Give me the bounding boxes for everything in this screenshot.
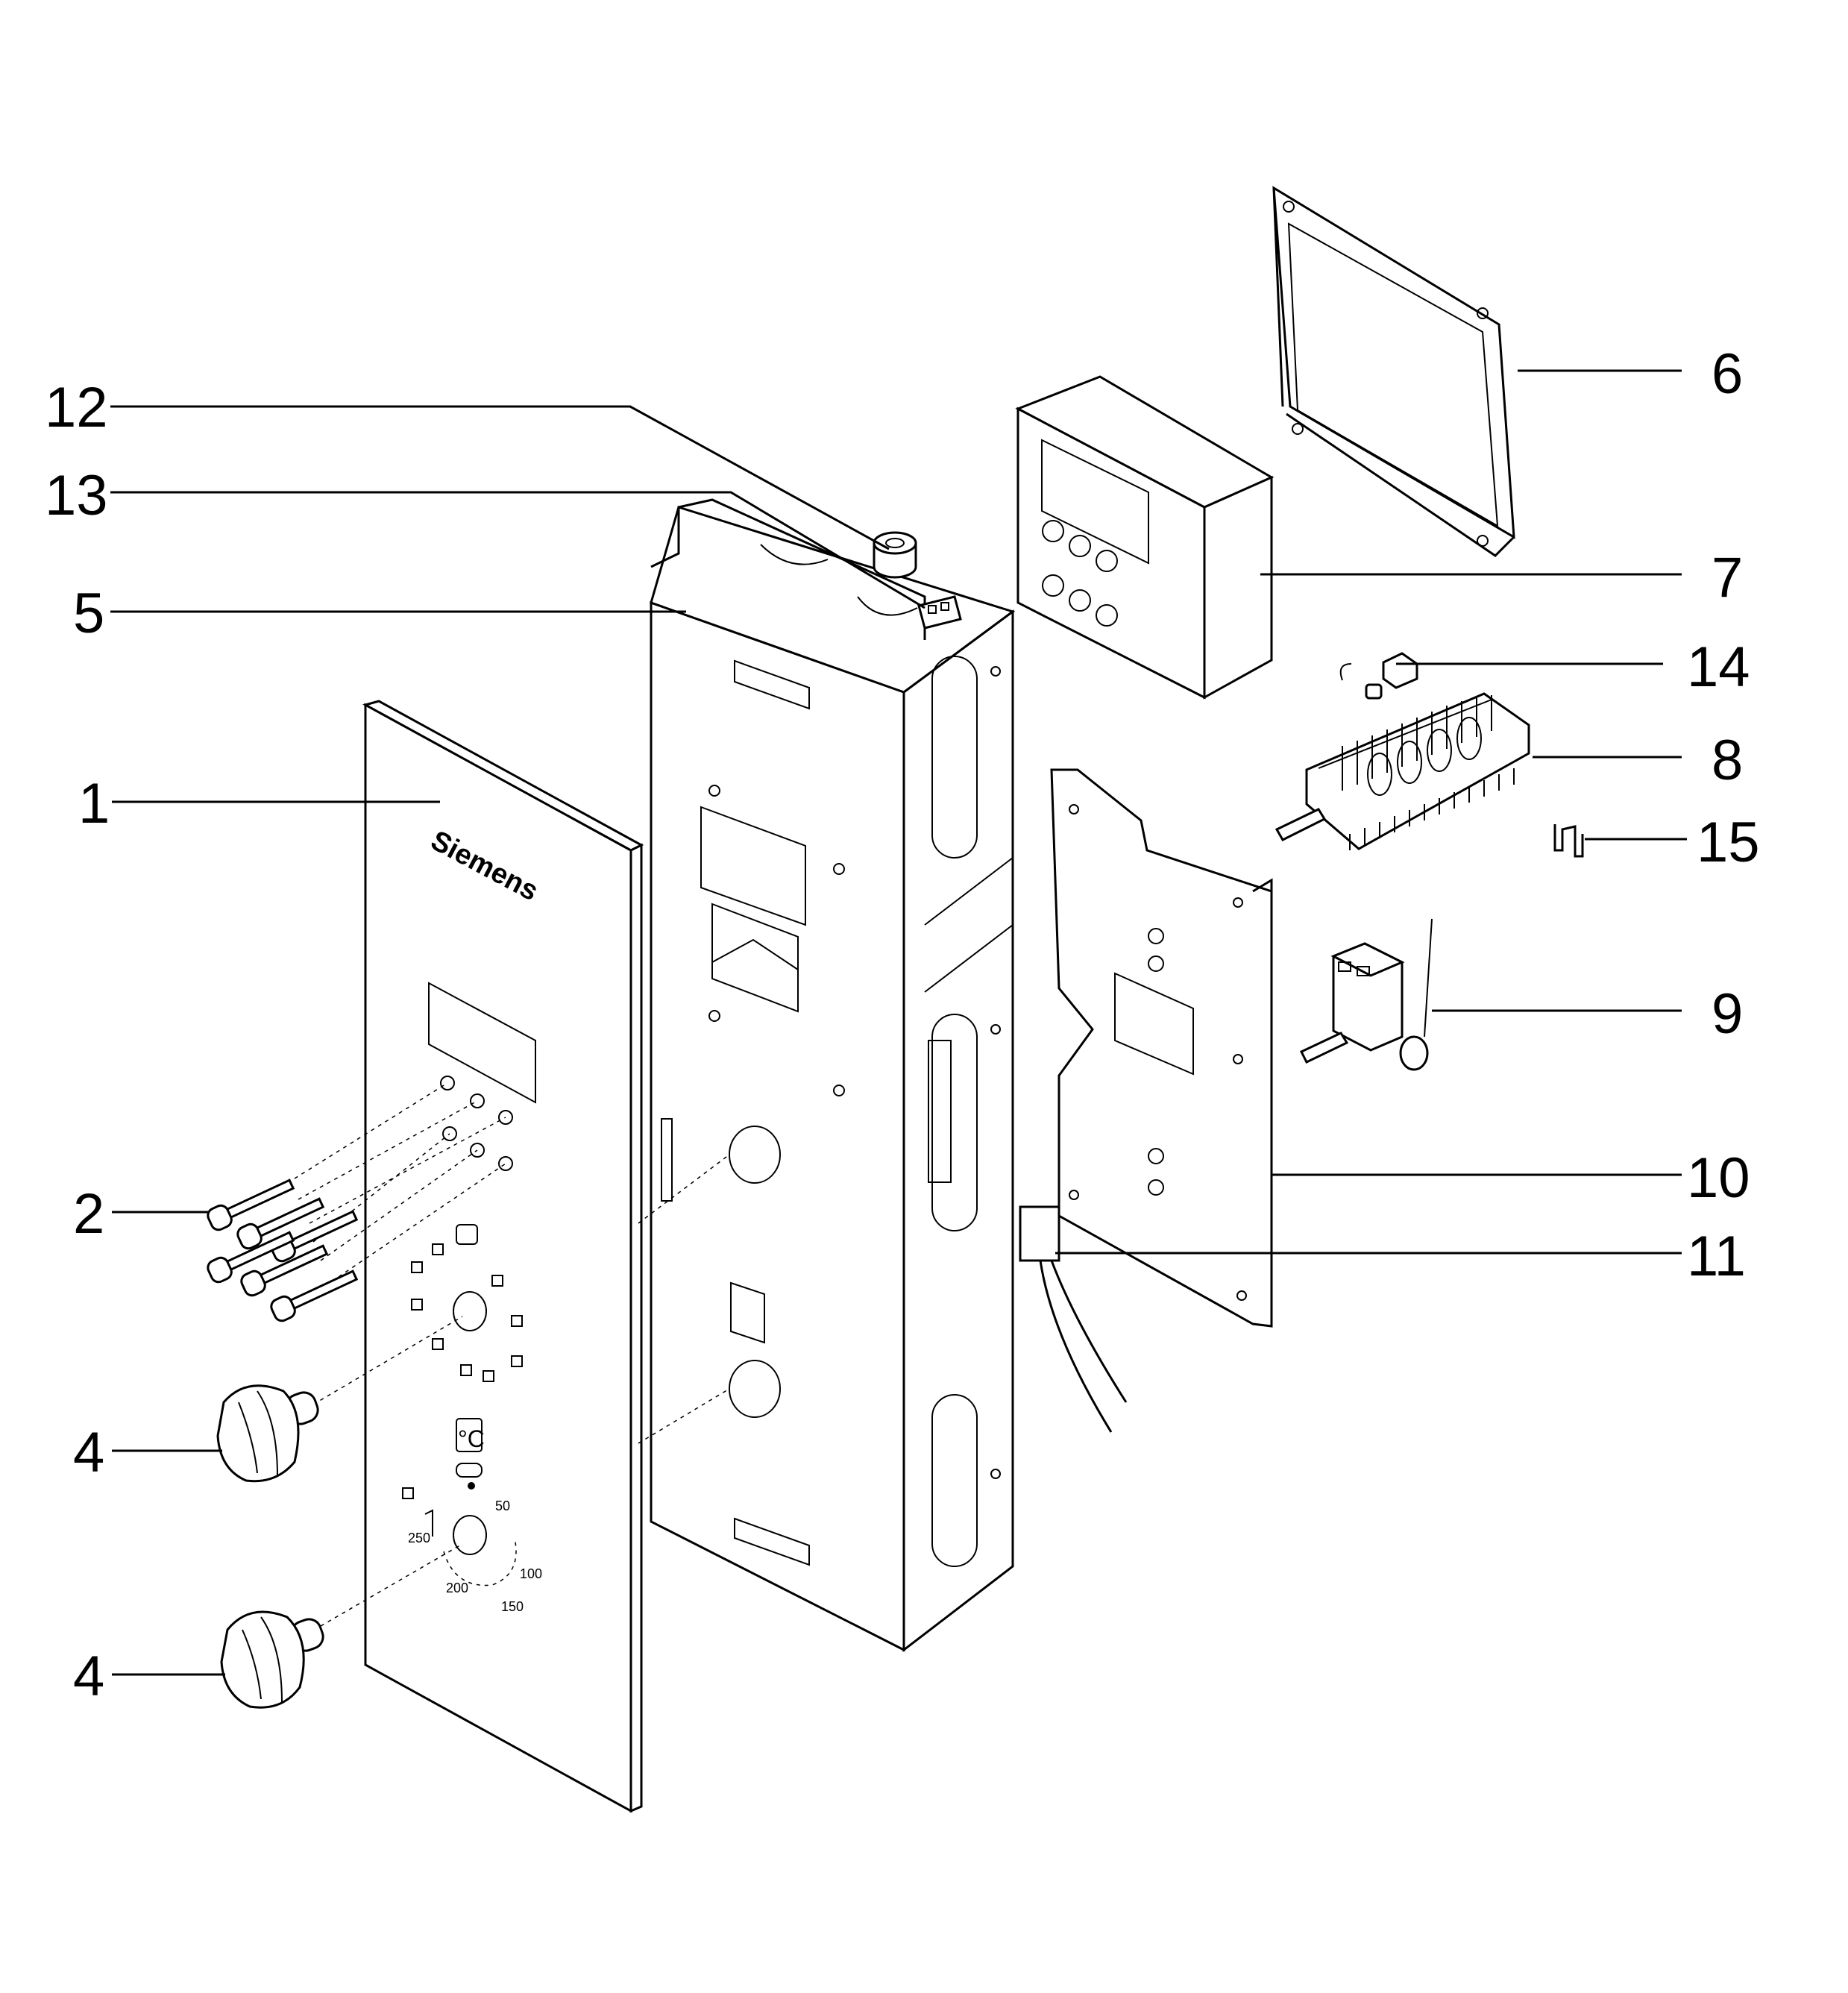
callout-14: 14 bbox=[1687, 635, 1750, 699]
callout-6: 6 bbox=[1712, 342, 1743, 406]
part-11-cable-connector bbox=[1019, 1205, 1128, 1433]
callout-11: 11 bbox=[1687, 1225, 1746, 1288]
callout-8: 8 bbox=[1712, 729, 1743, 792]
callout-4-lower: 4 bbox=[73, 1645, 104, 1708]
dial-label-250: 250 bbox=[408, 1531, 430, 1545]
part-12-spacer bbox=[873, 531, 917, 579]
part-7-display-module bbox=[1015, 375, 1275, 700]
leader-lines bbox=[110, 369, 1687, 1676]
callout-12: 12 bbox=[45, 376, 108, 439]
callout-numbers: 12 13 5 1 2 4 4 6 7 14 8 15 9 10 11 bbox=[45, 342, 1760, 1708]
callout-13: 13 bbox=[45, 464, 108, 527]
callout-15: 15 bbox=[1697, 811, 1760, 874]
part-4-knob-lower bbox=[220, 1610, 324, 1709]
callout-1: 1 bbox=[78, 772, 110, 835]
callout-7: 7 bbox=[1712, 546, 1743, 609]
selector-knob-hole bbox=[453, 1291, 487, 1331]
part-2-push-buttons bbox=[207, 1178, 359, 1322]
function-symbol-icons bbox=[411, 1243, 523, 1382]
button-holes bbox=[440, 1076, 513, 1171]
dial-label-100: 100 bbox=[520, 1566, 542, 1581]
callout-4-upper: 4 bbox=[73, 1421, 104, 1484]
callout-5: 5 bbox=[73, 582, 104, 645]
thermostat-knob-hole bbox=[453, 1515, 487, 1555]
assembly-guide-lines bbox=[294, 1082, 730, 1627]
celsius-label: °C bbox=[458, 1425, 485, 1452]
display-module-buttons bbox=[1042, 520, 1118, 627]
callout-2: 2 bbox=[73, 1182, 104, 1246]
part-9-thermostat bbox=[1299, 918, 1433, 1071]
part-14-switch bbox=[1339, 652, 1418, 700]
dial-label-50: 50 bbox=[495, 1498, 510, 1513]
dial-label-200: 200 bbox=[446, 1581, 468, 1595]
callout-10: 10 bbox=[1687, 1146, 1750, 1210]
part-6-mounting-frame bbox=[1272, 186, 1515, 557]
part-4-knob-upper bbox=[216, 1384, 319, 1483]
callout-9: 9 bbox=[1712, 982, 1743, 1046]
part-10-mounting-plate bbox=[1050, 768, 1273, 1328]
part-1-front-panel: Siemens °C bbox=[362, 700, 644, 1813]
part-5-housing bbox=[650, 498, 1016, 1653]
part-15-contact-tab bbox=[1553, 824, 1584, 858]
dial-label-150: 150 bbox=[501, 1599, 524, 1614]
part-8-selector-switch bbox=[1275, 692, 1530, 850]
